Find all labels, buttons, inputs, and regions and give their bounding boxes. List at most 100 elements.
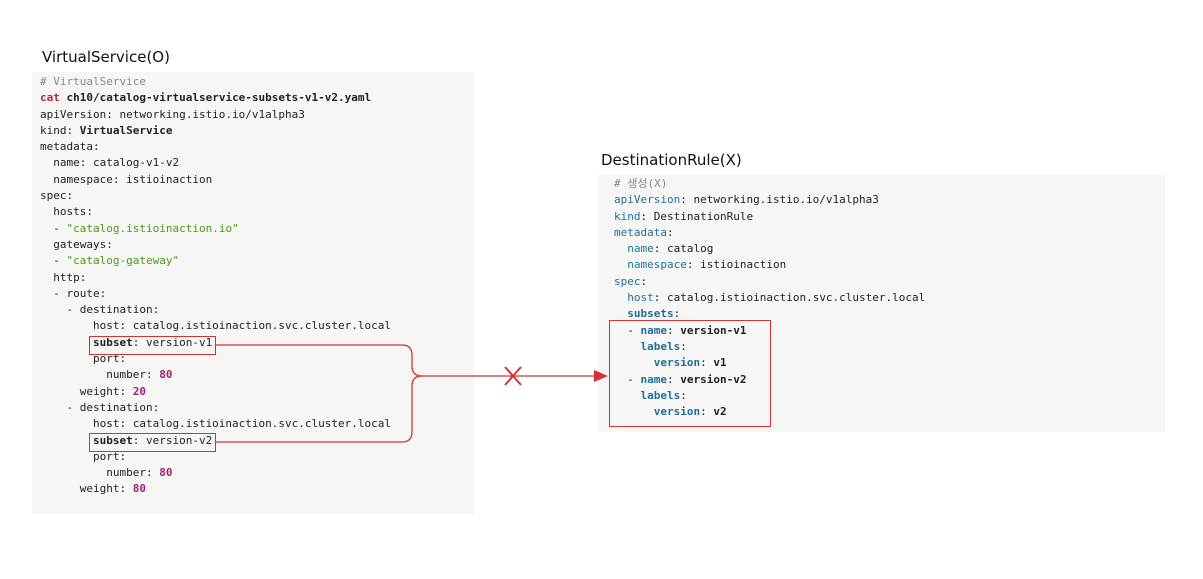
code-token: : bbox=[700, 405, 714, 419]
x-mark-icon bbox=[504, 366, 522, 386]
code-token: - bbox=[614, 323, 641, 337]
code-token: http: bbox=[40, 270, 87, 284]
code-token: weight: bbox=[40, 384, 133, 398]
code-token: 80 bbox=[159, 368, 173, 382]
code-token: subset bbox=[92, 433, 133, 447]
code-token: 20 bbox=[132, 384, 146, 398]
code-line: gateways: bbox=[40, 237, 391, 253]
code-token: name bbox=[640, 323, 668, 337]
code-line: - name: version-v2 bbox=[614, 372, 925, 388]
virtualservice-code-block bbox=[32, 72, 474, 514]
code-token: 80 bbox=[132, 482, 146, 496]
code-line: version: v1 bbox=[614, 355, 925, 371]
code-token: "catalog-gateway" bbox=[66, 254, 180, 268]
code-token: number: bbox=[40, 466, 160, 480]
code-line: apiVersion: networking.istio.io/v1alpha3 bbox=[614, 192, 925, 208]
subsets-list-highlight bbox=[609, 320, 771, 427]
connector-from-v2 bbox=[216, 375, 423, 443]
subset-v1-highlight bbox=[89, 336, 216, 355]
code-line: port: bbox=[40, 351, 391, 367]
code-line: kind: VirtualService bbox=[40, 123, 391, 139]
code-line: subset: version-v2 bbox=[40, 433, 391, 449]
code-token: : bbox=[667, 372, 681, 386]
code-token: spec bbox=[614, 274, 641, 288]
code-line: http: bbox=[40, 270, 391, 286]
code-line: kind: DestinationRule bbox=[614, 209, 925, 225]
code-token: # 생성(X) bbox=[614, 177, 668, 190]
code-token: - bbox=[614, 372, 641, 386]
code-line: number: 80 bbox=[40, 367, 391, 383]
code-token: - destination: bbox=[40, 400, 160, 414]
code-token: port: bbox=[40, 449, 127, 463]
code-token: : bbox=[680, 388, 687, 402]
destinationrule-yaml: # 생성(X) apiVersion: networking.istio.io/v… bbox=[614, 176, 925, 420]
destinationrule-title: DestinationRule(X) bbox=[601, 151, 742, 169]
code-line: labels: bbox=[614, 339, 925, 355]
code-line: - destination: bbox=[40, 400, 391, 416]
code-token: : DestinationRule bbox=[640, 209, 754, 223]
virtualservice-yaml: # VirtualService cat ch10/catalog-virtual… bbox=[40, 74, 391, 498]
code-line: number: 80 bbox=[40, 465, 391, 481]
subset-v2-highlight bbox=[89, 433, 216, 452]
code-token: : bbox=[667, 323, 681, 337]
code-token: name bbox=[640, 372, 668, 386]
code-token: labels bbox=[640, 388, 681, 402]
code-token: version-v1 bbox=[680, 323, 747, 337]
code-line: - "catalog.istioinaction.io" bbox=[40, 221, 391, 237]
virtualservice-title: VirtualService(O) bbox=[42, 48, 170, 66]
code-token: version-v2 bbox=[680, 372, 747, 386]
code-token: subsets bbox=[627, 307, 674, 321]
code-token: cat bbox=[40, 91, 67, 105]
code-token: ch10/catalog-virtualservice-subsets-v1-v… bbox=[66, 91, 372, 105]
code-token: host: catalog.istioinaction.svc.cluster.… bbox=[40, 319, 391, 333]
code-token: kind: bbox=[40, 123, 80, 137]
code-token: name bbox=[627, 242, 654, 256]
code-line: host: catalog.istioinaction.svc.cluster.… bbox=[614, 290, 925, 306]
code-line: labels: bbox=[614, 388, 925, 404]
code-token: v1 bbox=[713, 356, 727, 370]
code-token: weight: bbox=[40, 482, 133, 496]
code-token: - bbox=[40, 254, 67, 268]
code-token: 80 bbox=[159, 466, 173, 480]
code-line: # 생성(X) bbox=[614, 176, 925, 192]
code-line: namespace: istioinaction bbox=[614, 257, 925, 273]
code-token: : networking.istio.io/v1alpha3 bbox=[680, 193, 879, 207]
code-line: - route: bbox=[40, 286, 391, 302]
code-line: apiVersion: networking.istio.io/v1alpha3 bbox=[40, 107, 391, 123]
code-line: - name: version-v1 bbox=[614, 323, 925, 339]
code-token: number: bbox=[40, 368, 160, 382]
code-token: name: catalog-v1-v2 bbox=[40, 156, 180, 170]
code-token: host bbox=[627, 291, 654, 305]
code-token: hosts: bbox=[40, 205, 93, 219]
code-token: : istioinaction bbox=[686, 258, 787, 272]
code-token: version bbox=[653, 356, 701, 370]
code-token: "catalog.istioinaction.io" bbox=[66, 221, 239, 235]
code-token: subset bbox=[92, 335, 133, 349]
code-token: : version-v2 bbox=[132, 433, 213, 447]
code-token: namespace bbox=[627, 258, 687, 272]
code-line: # VirtualService bbox=[40, 74, 391, 90]
code-token: : bbox=[700, 356, 714, 370]
code-line: name: catalog bbox=[614, 241, 925, 257]
code-token: : bbox=[680, 339, 687, 353]
code-token: : catalog.istioinaction.svc.cluster.loca… bbox=[653, 291, 926, 305]
code-token: version bbox=[653, 405, 701, 419]
code-token: kind bbox=[614, 209, 641, 223]
code-line: cat ch10/catalog-virtualservice-subsets-… bbox=[40, 90, 391, 106]
code-token: - bbox=[40, 221, 67, 235]
code-token: - destination: bbox=[40, 303, 160, 317]
code-token: metadata bbox=[614, 225, 667, 239]
code-token: gateways: bbox=[40, 237, 113, 251]
code-token: : bbox=[666, 225, 674, 239]
code-line: spec: bbox=[614, 274, 925, 290]
arrowhead-icon bbox=[594, 370, 608, 382]
code-token: # VirtualService bbox=[40, 75, 146, 88]
code-line: metadata: bbox=[614, 225, 925, 241]
code-token: host: catalog.istioinaction.svc.cluster.… bbox=[40, 417, 391, 431]
code-line: hosts: bbox=[40, 204, 391, 220]
code-line: - "catalog-gateway" bbox=[40, 253, 391, 269]
code-line: namespace: istioinaction bbox=[40, 172, 391, 188]
code-line: port: bbox=[40, 449, 391, 465]
connector-from-v1 bbox=[216, 344, 423, 377]
